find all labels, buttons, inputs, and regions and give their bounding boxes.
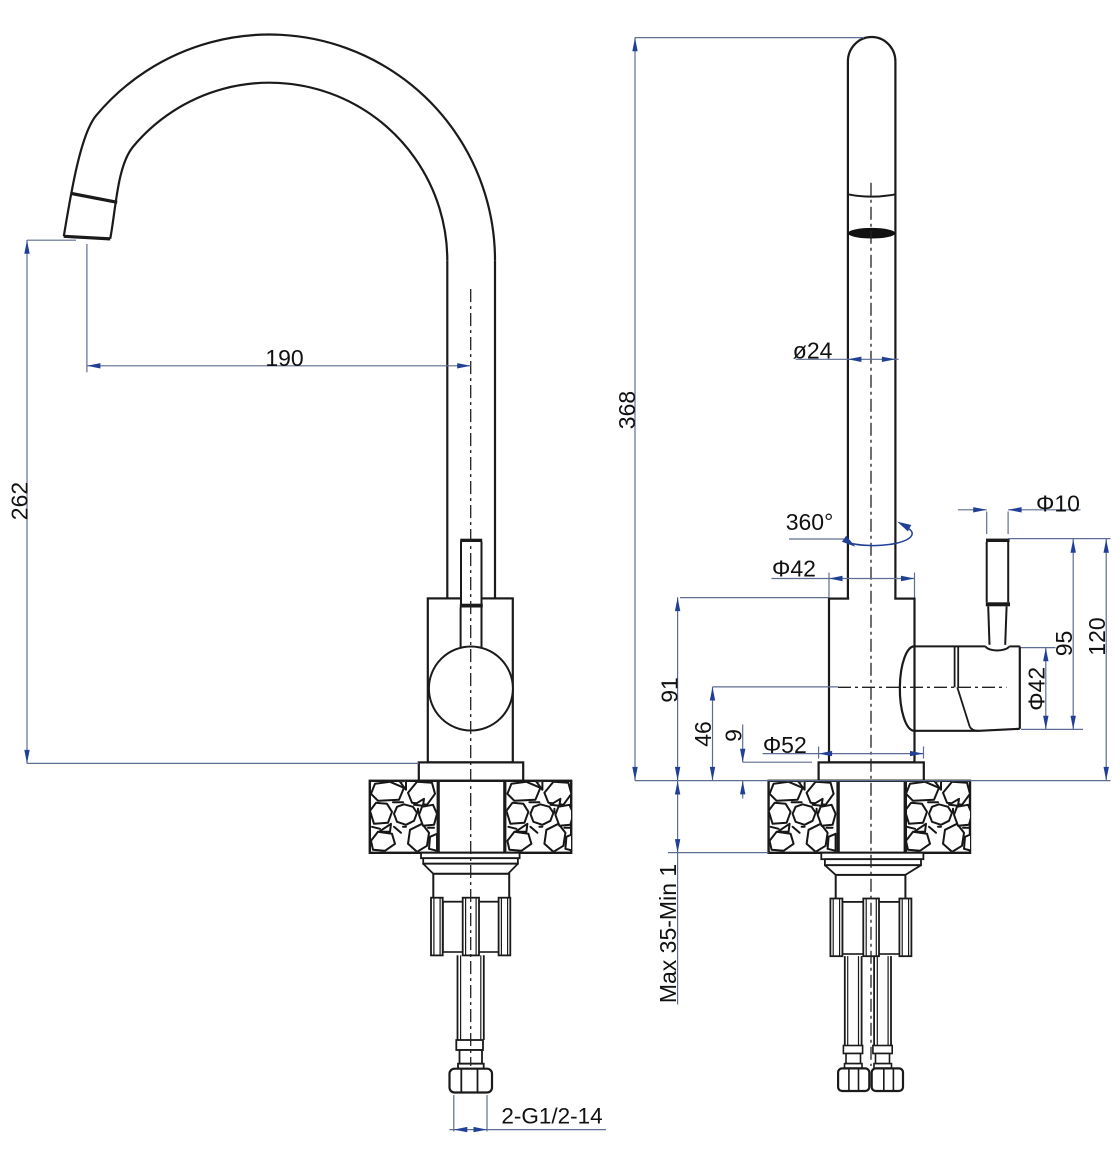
svg-text:9: 9 bbox=[720, 729, 746, 742]
svg-text:Φ42: Φ42 bbox=[772, 556, 816, 582]
svg-text:Φ42: Φ42 bbox=[1024, 667, 1050, 711]
svg-text:Φ10: Φ10 bbox=[1036, 491, 1080, 517]
svg-text:46: 46 bbox=[690, 721, 716, 747]
svg-text:190: 190 bbox=[265, 345, 303, 371]
svg-text:Φ52: Φ52 bbox=[763, 732, 807, 758]
svg-text:2-G1/2-14: 2-G1/2-14 bbox=[501, 1104, 602, 1129]
svg-text:120: 120 bbox=[1084, 617, 1110, 655]
svg-text:91: 91 bbox=[656, 677, 682, 703]
svg-text:Max 35-Min 1: Max 35-Min 1 bbox=[655, 864, 681, 1003]
svg-text:368: 368 bbox=[614, 391, 640, 429]
svg-text:360°: 360° bbox=[786, 509, 834, 535]
svg-text:95: 95 bbox=[1051, 631, 1077, 657]
svg-text:ø24: ø24 bbox=[793, 338, 833, 364]
svg-text:262: 262 bbox=[7, 482, 33, 520]
